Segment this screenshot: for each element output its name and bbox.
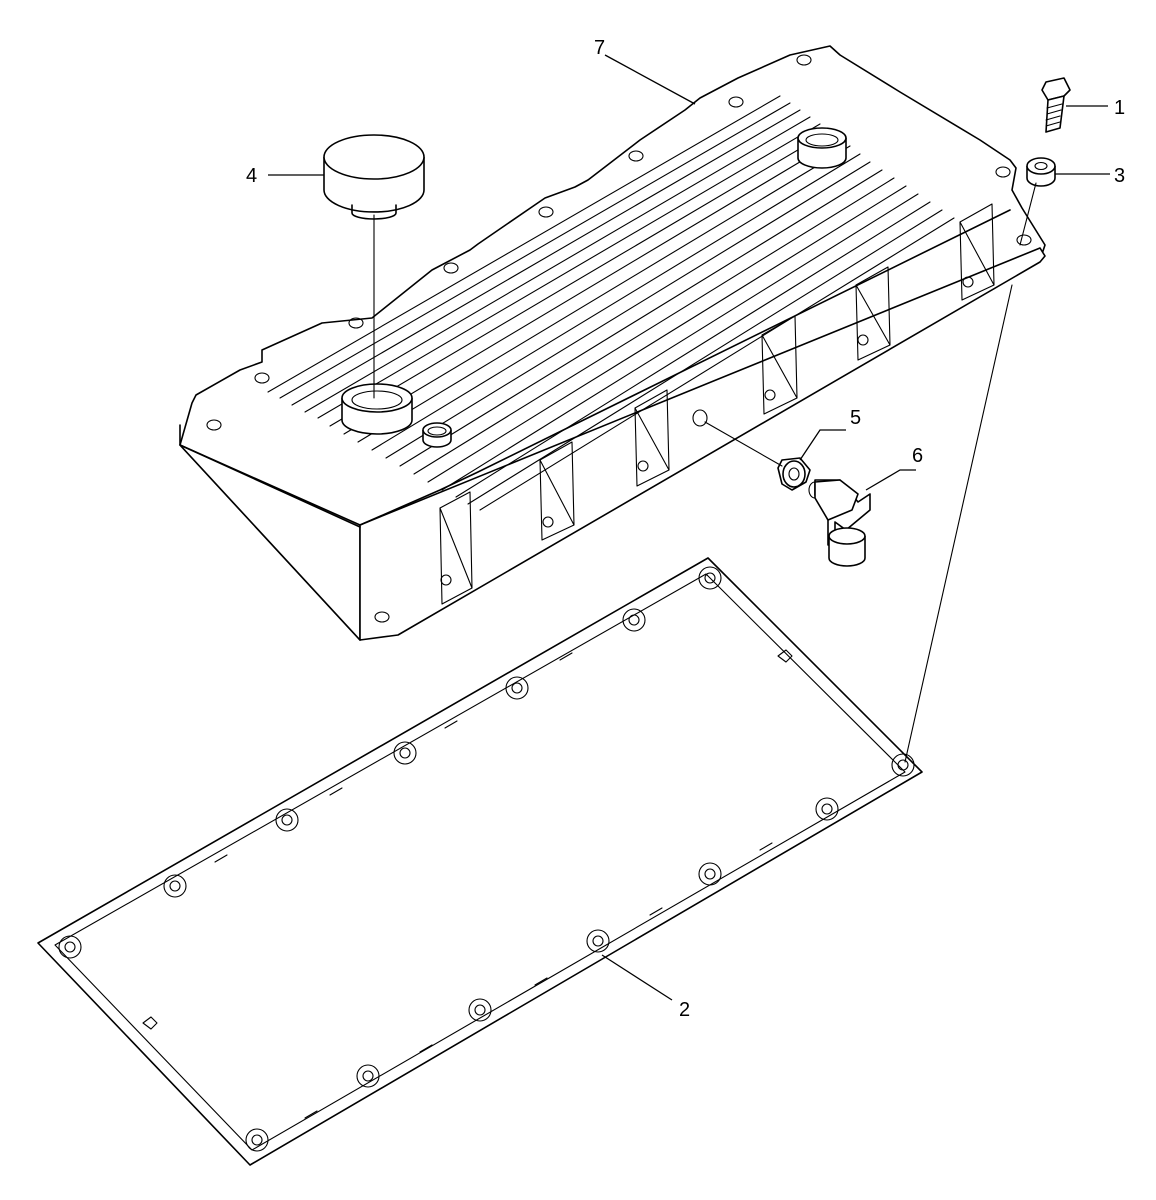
gasket-tabs xyxy=(142,649,793,1119)
callout-5: 5 xyxy=(850,407,861,429)
leader-lines xyxy=(268,54,1110,1001)
callout-7: 7 xyxy=(594,37,605,59)
alignment-line xyxy=(904,284,1013,763)
callout-2: 2 xyxy=(679,999,690,1021)
plug xyxy=(704,421,811,491)
callout-4: 4 xyxy=(246,165,257,187)
callout-3: 3 xyxy=(1114,165,1125,187)
filler-boss-front xyxy=(341,383,413,435)
cover-bolt-holes xyxy=(206,54,1032,623)
gasket xyxy=(37,557,923,1166)
filler-cap xyxy=(323,134,425,399)
callout-1: 1 xyxy=(1114,97,1125,119)
callout-6: 6 xyxy=(912,445,923,467)
filler-boss-rear xyxy=(797,127,847,169)
cover-ribs xyxy=(267,95,955,511)
washer xyxy=(1019,157,1056,246)
small-boss xyxy=(422,422,452,448)
elbow-fitting xyxy=(808,479,871,567)
cover-side-pockets xyxy=(439,203,995,605)
breather-port xyxy=(692,409,708,427)
gasket-bolt-holes xyxy=(58,566,915,1152)
bolt xyxy=(1041,77,1071,133)
valve-cover xyxy=(179,45,1046,641)
